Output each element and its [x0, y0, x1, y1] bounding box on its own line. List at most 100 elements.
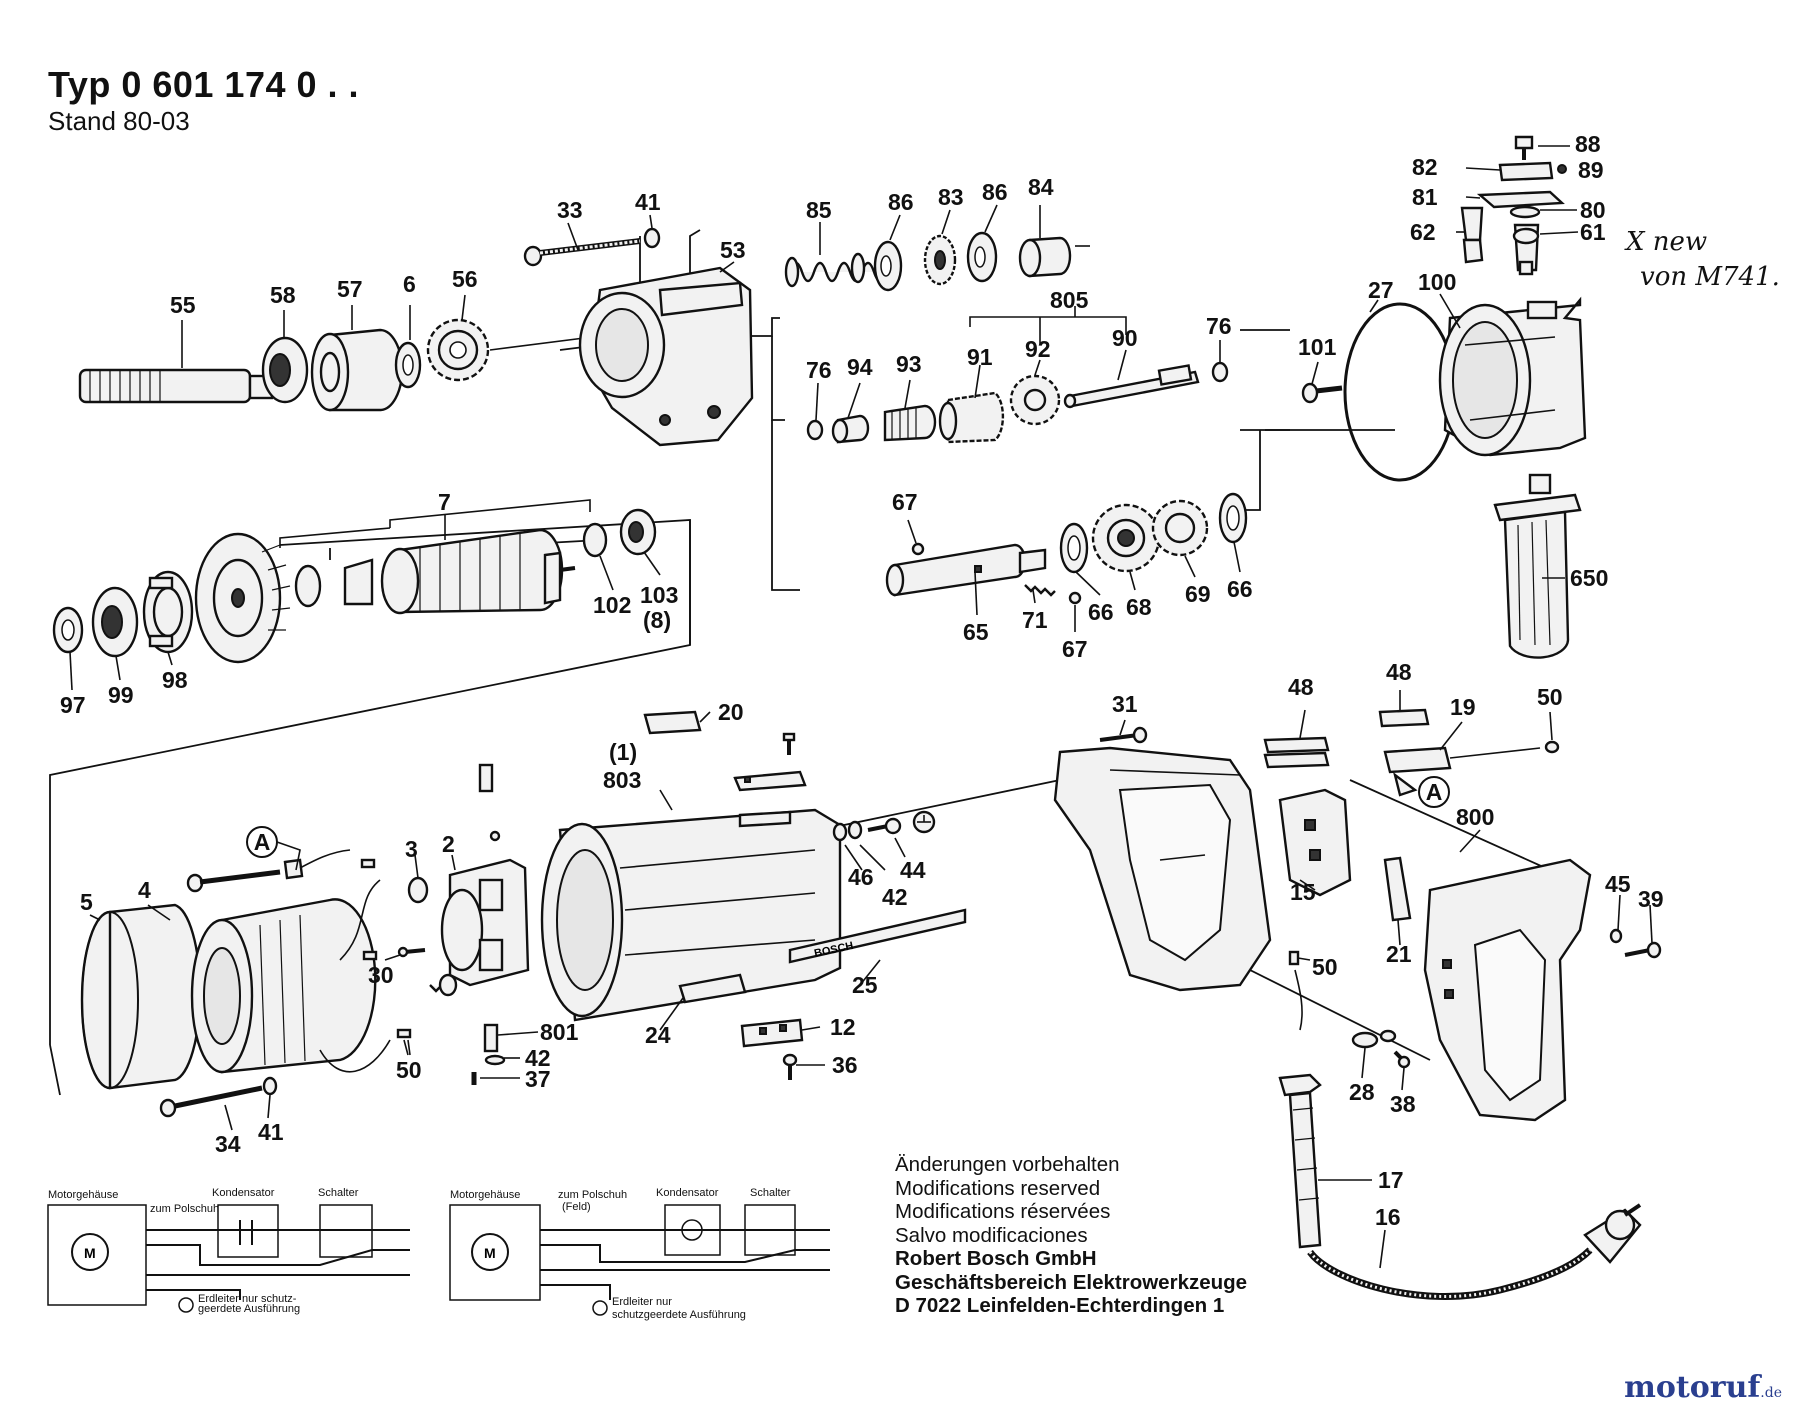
washer-80: [1509, 205, 1541, 219]
label-42: 42: [882, 884, 908, 910]
note-spanish: Salvo modificaciones: [895, 1223, 1088, 1247]
label-25: 25: [852, 972, 878, 998]
label-46: 46: [848, 864, 874, 890]
label-1: (1): [609, 739, 637, 765]
label-24: [678, 973, 747, 1004]
brush-19: [1383, 746, 1541, 774]
gear-56: [426, 318, 490, 382]
washer-86: [873, 240, 903, 292]
label-62: 62: [1410, 219, 1436, 245]
ball-67b: [1068, 591, 1082, 605]
legal-notes: Änderungen vorbehalten Modifications res…: [895, 1153, 1247, 1318]
label-30: 30: [368, 962, 394, 988]
shaft-65: [885, 543, 1047, 597]
label-84: 84: [1028, 174, 1054, 200]
gear-92: [1009, 374, 1061, 426]
label-90: 90: [1112, 325, 1138, 351]
gear-69: [1151, 499, 1209, 557]
label-83: 83: [938, 184, 964, 210]
screw-88: [1514, 135, 1534, 160]
spring-85: [784, 252, 888, 288]
screw-33: [523, 238, 641, 267]
svg-text:Erdleiter nur schutz-: Erdleiter nur schutz-: [198, 1293, 297, 1305]
label-800: 800: [1456, 804, 1494, 830]
label-5: 5: [80, 889, 93, 915]
label-803: 803: [603, 767, 641, 793]
cable-clamp-28: [1351, 1029, 1397, 1049]
svg-text:M: M: [84, 1245, 96, 1261]
company-name: Robert Bosch GmbH: [895, 1247, 1097, 1270]
gear-housing-53: [578, 266, 754, 447]
label-53: 53: [720, 237, 746, 263]
spindle-55: [78, 368, 274, 404]
wiring-diagram-left: M Motorgehäuse zum Polschuh Kondensator …: [47, 1187, 410, 1315]
label-76a: 76: [806, 357, 832, 383]
bearing-103: [619, 508, 657, 556]
washer-102: [582, 522, 608, 558]
label-36: 36: [832, 1052, 858, 1078]
watermark-tld: .de: [1760, 1385, 1782, 1401]
label-2: 2: [442, 831, 455, 857]
capacitor-3: [407, 876, 429, 904]
label-98: 98: [162, 667, 188, 693]
label-50c: 50: [1312, 954, 1338, 980]
svg-text:A: A: [1426, 779, 1443, 805]
cover-plate: [733, 770, 807, 792]
svg-text:Kondensator: Kondensator: [212, 1187, 275, 1199]
handle-half-left: [1053, 746, 1272, 992]
washer-76b: [1211, 361, 1229, 383]
bearing-sleeve-57: [310, 328, 404, 412]
cable-17: [1278, 969, 1322, 1249]
label-97: 97: [60, 692, 86, 718]
gear-housing-100: [1438, 296, 1587, 457]
label-21: 21: [1386, 941, 1412, 967]
mains-cable-16: [1307, 1247, 1593, 1300]
type-number: Typ 0 601 174 0 . .: [48, 64, 360, 105]
flange-98: [142, 570, 194, 654]
label-41: 41: [635, 189, 661, 215]
wiring-diagram-right: M Motorgehäuse zum Polschuh (Feld) Konde…: [449, 1187, 830, 1321]
label-44: 44: [900, 857, 926, 883]
brush-pieces: [471, 763, 506, 1085]
label-67b: 67: [1062, 636, 1088, 662]
commutator: [294, 564, 322, 608]
label-34: 34: [215, 1131, 241, 1157]
svg-text:Erdleiter nur: Erdleiter nur: [612, 1296, 672, 1308]
screw-38: [1393, 1050, 1411, 1069]
label-65: 65: [963, 619, 989, 645]
label-45: 45: [1605, 871, 1631, 897]
label-67: 67: [892, 489, 918, 515]
fan-wheel: [194, 532, 291, 664]
callout-A-right: A: [1418, 776, 1450, 808]
label-88: 88: [1575, 131, 1601, 157]
label-81: 81: [1412, 184, 1438, 210]
label-50b: 50: [396, 1057, 422, 1083]
svg-text:Schalter: Schalter: [750, 1187, 791, 1199]
washer-86b: [966, 231, 998, 283]
screw-101: [1301, 382, 1343, 404]
label-82: 82: [1412, 154, 1438, 180]
label-86b: 86: [982, 179, 1008, 205]
label-68: 68: [1126, 594, 1152, 620]
terminal-50a: [362, 950, 378, 961]
svg-text:Motorgehäuse: Motorgehäuse: [450, 1189, 520, 1201]
washer-76: [806, 419, 824, 441]
label-99: 99: [108, 682, 134, 708]
lug-A-right: [1393, 772, 1418, 797]
label-20: 20: [718, 699, 744, 725]
watermark-logo: motoruf.de: [1624, 1370, 1782, 1405]
svg-text:von M741.: von M741.: [1640, 262, 1780, 292]
revision-stand: Stand 80-03: [48, 106, 190, 136]
washer-66b: [1218, 492, 1248, 544]
bushing-84: [1018, 236, 1072, 278]
label-101: 101: [1298, 334, 1337, 360]
label-33: 33: [557, 197, 583, 223]
holder-61: [1512, 223, 1540, 276]
label-71: 71: [1022, 607, 1048, 633]
label-19: 19: [1450, 694, 1476, 720]
screw-36: [782, 1053, 798, 1080]
svg-text:A: A: [254, 829, 271, 855]
note-english: Modifications reserved: [895, 1176, 1101, 1200]
pinion-91: [938, 391, 1005, 444]
